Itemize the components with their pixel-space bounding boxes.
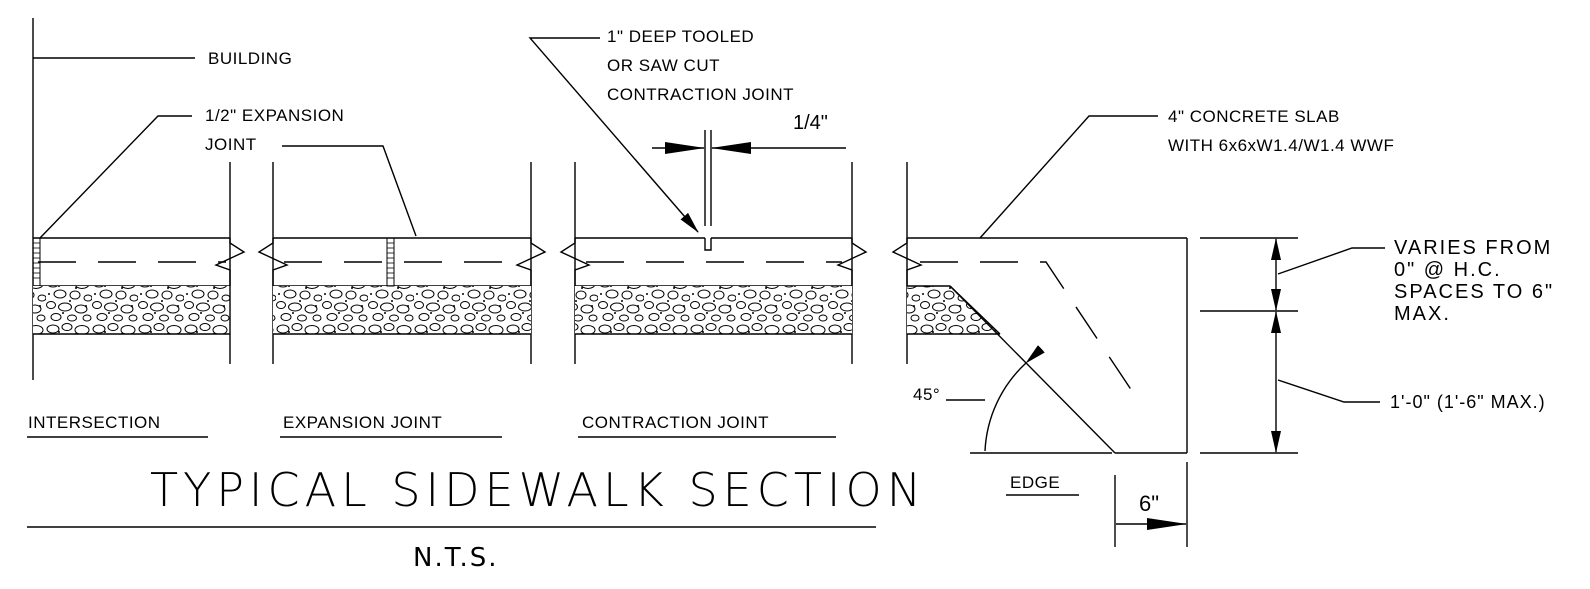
varies-callout-line4: MAX.	[1394, 303, 1451, 325]
varies-callout-line1: VARIES FROM	[1394, 237, 1552, 259]
intersection-detail	[27, 18, 246, 438]
edge-label: EDGE	[1010, 473, 1060, 492]
varies-leader	[1277, 247, 1385, 275]
expansion-callout-line1: 1/2" EXPANSION	[205, 106, 344, 125]
edge-width-label: 6"	[1139, 491, 1159, 516]
contraction-groove	[704, 238, 712, 251]
joint-width-label: 1/4"	[793, 112, 828, 134]
gravel-base	[907, 286, 1000, 334]
break-line	[891, 238, 923, 286]
expansion-joint-leader	[282, 145, 417, 237]
contraction-joint-leader	[528, 37, 699, 233]
depth-callout: 1'-0" (1'-6" MAX.)	[1390, 392, 1546, 412]
depth-leader	[1277, 379, 1380, 403]
expansion-joint-leader	[39, 115, 192, 239]
intersection-label: INTERSECTION	[28, 413, 161, 432]
contraction-joint-label: CONTRACTION JOINT	[582, 413, 769, 432]
expansion-joint-detail	[257, 145, 547, 438]
thickened-edge-slope	[949, 285, 1116, 454]
expansion-callout-line2: JOINT	[205, 135, 257, 154]
varies-callout-line2: 0" @ H.C.	[1394, 259, 1502, 281]
slab-callout-line2: WITH 6x6xW1.4/W1.4 WWF	[1168, 136, 1394, 155]
break-line	[515, 238, 547, 286]
contraction-callout-line3: CONTRACTION JOINT	[607, 85, 794, 104]
break-line	[257, 238, 289, 286]
scale-note: N.T.S.	[413, 543, 499, 573]
edge-detail	[891, 115, 1385, 547]
varies-callout-line3: SPACES TO 6"	[1394, 281, 1554, 303]
contraction-callout-line1: 1" DEEP TOOLED	[607, 27, 754, 46]
gravel-base	[273, 286, 531, 334]
gravel-base	[33, 286, 230, 334]
gravel-base	[575, 286, 852, 334]
drawing-title: TYPICAL SIDEWALK SECTION	[150, 463, 926, 517]
contraction-callout-line2: OR SAW CUT	[607, 56, 720, 75]
break-line	[836, 238, 868, 286]
expansion-joint-filler	[386, 237, 395, 287]
wire-mesh-line	[920, 261, 1139, 401]
angle-label: 45°	[913, 385, 940, 404]
slab-callout-line1: 4" CONCRETE SLAB	[1168, 107, 1340, 126]
angle-arc	[984, 345, 1045, 452]
break-line	[559, 238, 591, 286]
slab-callout-leader	[979, 115, 1158, 239]
building-label: BUILDING	[208, 49, 292, 68]
contraction-joint-detail	[528, 37, 868, 438]
expansion-joint-label: EXPANSION JOINT	[283, 413, 442, 432]
